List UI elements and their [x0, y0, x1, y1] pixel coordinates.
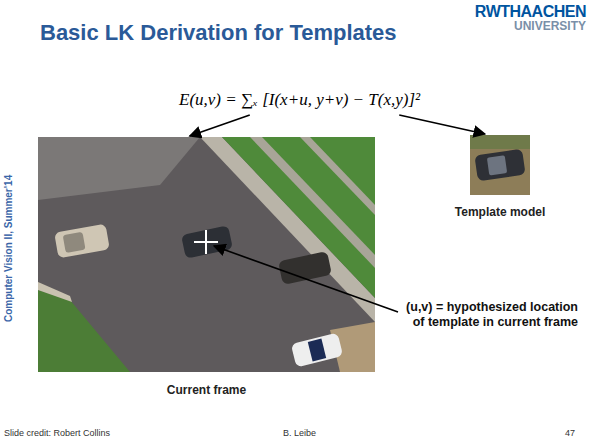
course-name: Computer Vision II, Summer'14: [3, 175, 14, 322]
formula: E(u,v) = ∑ₓ [I(x+u, y+v) − T(x,y)]²: [175, 88, 424, 112]
car: [181, 225, 233, 258]
connector-arrow: [399, 115, 485, 134]
callout-text: (u,v) = hypothesized location of templat…: [400, 300, 578, 330]
target-cross: [205, 230, 207, 254]
node-text: E(u,v) = ∑ₓ [I(x+u, y+v) − T(x,y)]²: [179, 90, 420, 110]
frame-ground: [38, 137, 375, 372]
author: B. Leibe: [283, 428, 316, 438]
leader-line: [214, 246, 398, 312]
lawn: [38, 290, 130, 372]
slide-title: Basic LK Derivation for Templates: [40, 20, 397, 46]
node-text: Current frame: [167, 383, 246, 397]
logo-word: RWTHAACHEN: [475, 3, 586, 21]
template-car: [474, 149, 525, 181]
path: [300, 137, 375, 215]
car-window: [63, 232, 86, 253]
path: [250, 137, 375, 268]
police-car: [291, 333, 343, 368]
template-ground: [470, 135, 530, 195]
car: [278, 251, 332, 285]
template-lawn: [470, 135, 530, 149]
template-image: Template model: [470, 135, 530, 219]
lawn: [222, 137, 375, 298]
current-frame-image: Current frame: [38, 137, 375, 397]
page-number: 47: [565, 428, 575, 438]
police-car-roof: [308, 339, 326, 362]
node-text: Template model: [455, 205, 545, 219]
parking-area: [38, 137, 200, 200]
logo-word: UNIVERSITY: [514, 19, 586, 33]
car: [54, 224, 110, 259]
template-car-window: [487, 155, 507, 175]
connector-arrow: [190, 115, 250, 136]
slide-credit: Slide credit: Robert Collins: [4, 428, 110, 438]
curb: [38, 282, 72, 302]
